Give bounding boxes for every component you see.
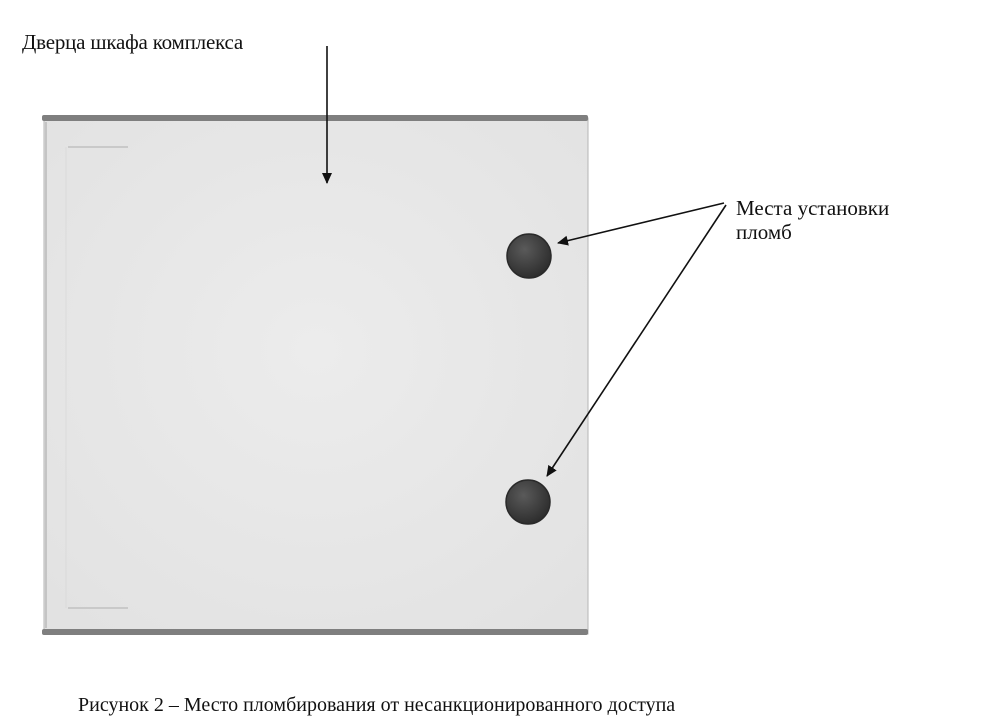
door-panel bbox=[43, 117, 589, 635]
door-label: Дверца шкафа комплекса bbox=[22, 30, 244, 54]
seal-lower bbox=[505, 479, 551, 525]
cabinet-door bbox=[42, 115, 589, 635]
seal-label-line1: Места установки bbox=[736, 196, 890, 220]
seal-knob-icon bbox=[506, 233, 552, 279]
seal-locations-label: Места установки пломб bbox=[736, 196, 889, 244]
figure-caption: Рисунок 2 – Место пломбирования от несан… bbox=[78, 694, 676, 716]
seal-arrow-upper bbox=[557, 202, 725, 246]
door-top-rail bbox=[42, 115, 588, 121]
door-bottom-rail bbox=[42, 629, 588, 635]
seal-arrow-lower bbox=[546, 204, 727, 477]
seal-label-line2: пломб bbox=[736, 220, 792, 245]
seal-upper bbox=[506, 233, 552, 279]
seal-knob-icon bbox=[505, 479, 551, 525]
